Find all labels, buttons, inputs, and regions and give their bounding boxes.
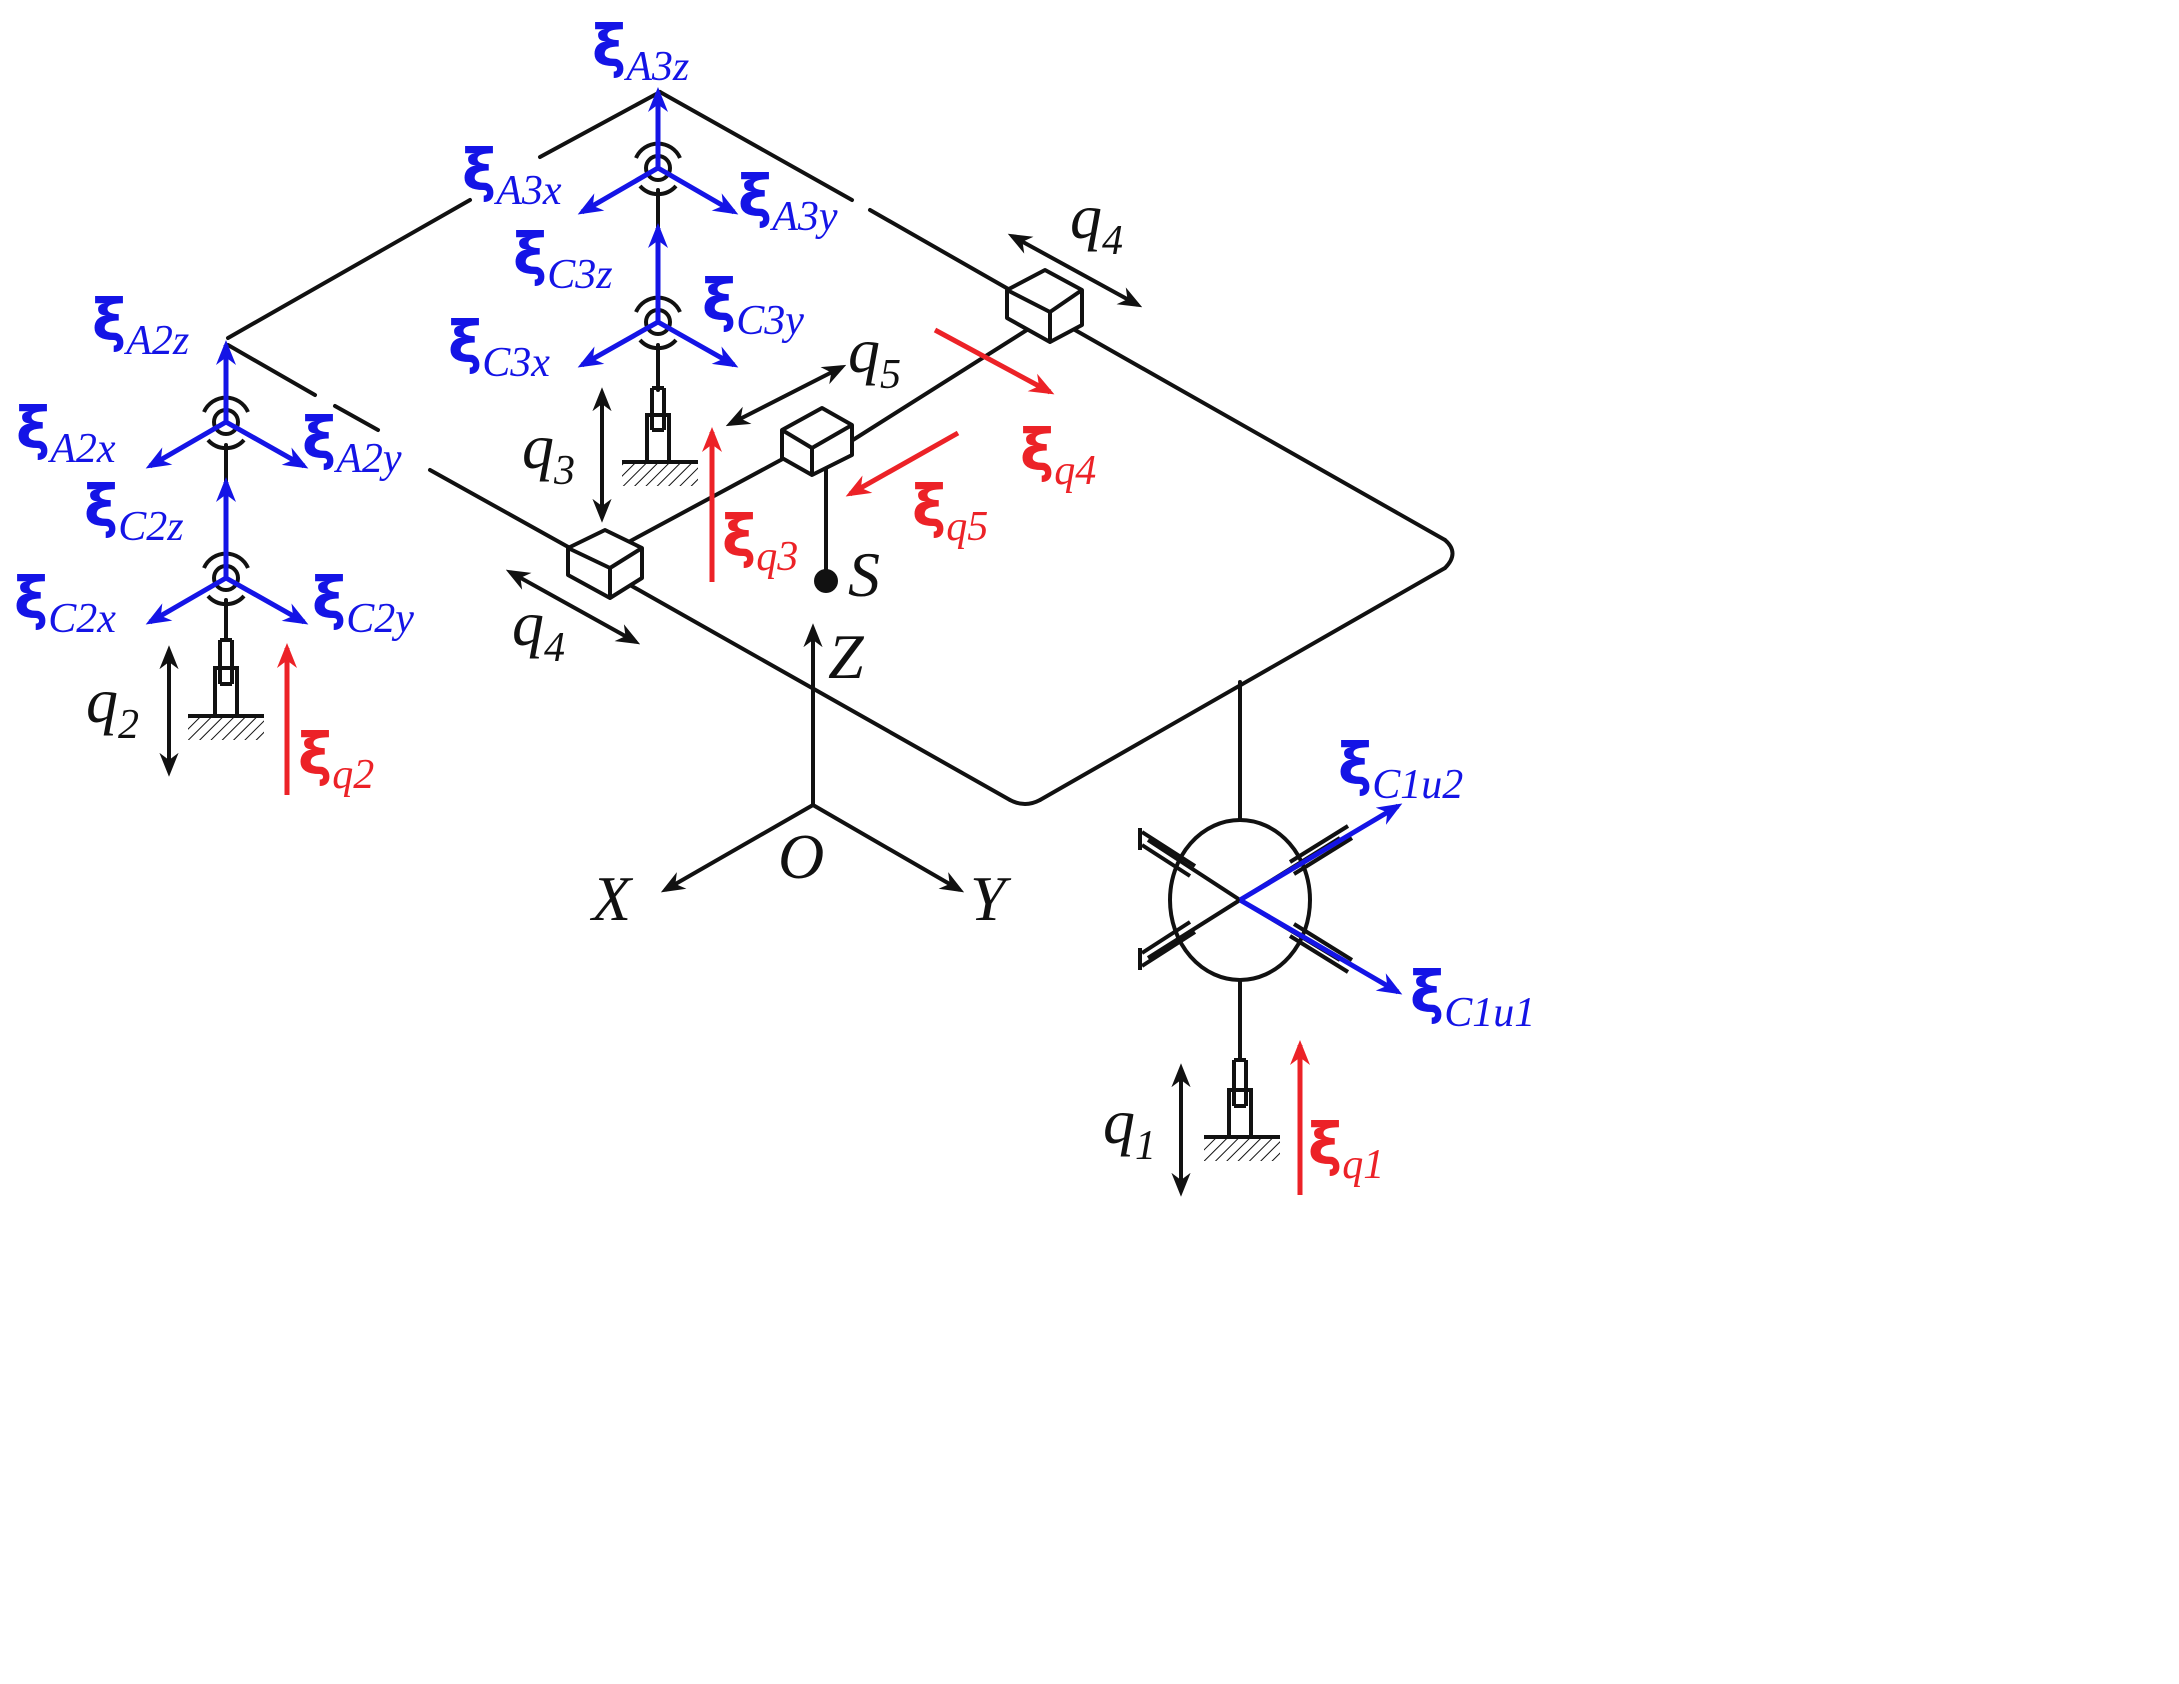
- xi-c2y-label: ξC2y: [312, 564, 414, 642]
- axis-labels: O X Y Z S: [589, 539, 1012, 934]
- constraint-screw-arrows: [145, 87, 1403, 995]
- q4-bottom-arrow: [505, 569, 641, 645]
- joint-variable-labels: q4 q5 q3 q4 q2 q1: [86, 181, 1156, 1169]
- q4-top-arrow: [1007, 233, 1143, 308]
- xi-c1u1-arrow: [1238, 897, 1403, 995]
- q5-label: q5: [848, 315, 901, 398]
- q2-label: q2: [86, 665, 139, 748]
- end-effector-label: S: [848, 539, 880, 610]
- xi-q3-label: ξq3: [722, 502, 798, 580]
- joint-variable-arrows: [159, 233, 1191, 1197]
- xi-a2z-label: ξA2z: [92, 286, 189, 364]
- z-axis-label: Z: [828, 621, 865, 692]
- xi-c3y-label: ξC3y: [702, 266, 804, 344]
- actuation-screw-arrows: [277, 327, 1310, 1195]
- constraint-screw-labels: ξA3z ξA3x ξA3y ξC3z ξC3y ξC3x ξA2z ξA2x …: [14, 12, 1535, 1036]
- q5-arrow: [725, 364, 847, 427]
- x-axis-label: X: [589, 863, 634, 934]
- xi-q1-label: ξq1: [1308, 1110, 1384, 1188]
- xi-q4-label: ξq4: [1020, 416, 1096, 494]
- xi-c2y-arrow: [224, 575, 309, 625]
- xi-q5-arrow: [845, 430, 960, 497]
- slider-q5: [780, 406, 854, 477]
- xi-q5-label: ξq5: [912, 472, 988, 550]
- prismatic-actuators: [188, 386, 1280, 1161]
- q4-bottom-label: q4: [512, 588, 565, 671]
- y-axis-label: Y: [970, 863, 1012, 934]
- xi-a3x-label: ξA3x: [462, 136, 562, 214]
- xi-c2x-label: ξC2x: [14, 564, 116, 642]
- xi-c2z-label: ξC2z: [84, 472, 184, 550]
- actuator-leg3: [622, 386, 698, 486]
- coordinate-frame: [660, 623, 965, 893]
- actuation-screw-labels: ξq4 ξq5 ξq3 ξq2 ξq1: [298, 416, 1384, 1188]
- xi-a2x-label: ξA2x: [16, 394, 116, 472]
- xi-c1u2-arrow: [1238, 803, 1403, 903]
- xi-q2-label: ξq2: [298, 720, 374, 798]
- xi-c3y-arrow: [656, 319, 739, 368]
- universal-joint-c1: [1138, 818, 1354, 982]
- q4-top-label: q4: [1070, 181, 1123, 264]
- slider-q4-top: [1005, 268, 1084, 344]
- xi-a2x-arrow: [145, 419, 228, 469]
- xi-a3z-label: ξA3z: [592, 12, 689, 90]
- y-axis-arrow: [811, 803, 965, 893]
- q1-label: q1: [1103, 1086, 1156, 1169]
- origin-label: O: [778, 821, 824, 892]
- xi-c1u1-label: ξC1u1: [1410, 958, 1535, 1036]
- actuator-leg1: [1204, 1058, 1280, 1161]
- q3-label: q3: [522, 411, 575, 494]
- xi-a3y-label: ξA3y: [738, 162, 838, 240]
- xi-c3x-label: ξC3x: [448, 308, 550, 386]
- x-axis-arrow: [660, 803, 814, 893]
- end-effector-point: [814, 569, 838, 593]
- xi-c3x-arrow: [577, 319, 660, 368]
- xi-c1u2-label: ξC1u2: [1338, 730, 1463, 808]
- xi-a2y-arrow: [224, 419, 309, 469]
- xi-a3y-arrow: [656, 165, 739, 215]
- xi-c2x-arrow: [145, 575, 228, 625]
- xi-c3z-label: ξC3z: [513, 220, 613, 298]
- actuator-leg2: [188, 638, 264, 740]
- xi-a3x-arrow: [577, 165, 660, 215]
- xi-q4-arrow: [933, 327, 1055, 395]
- xi-a2y-label: ξA2y: [302, 404, 402, 482]
